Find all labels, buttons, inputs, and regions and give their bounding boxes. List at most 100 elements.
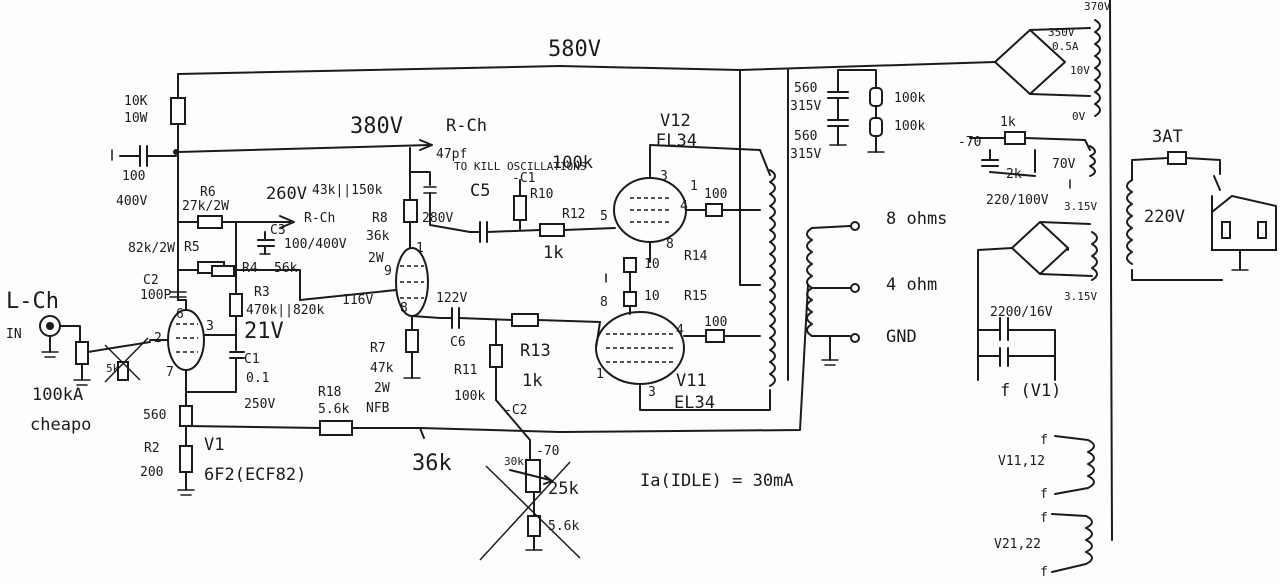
label-c6: C6	[450, 335, 466, 350]
label-3at: 3AT	[1152, 127, 1183, 147]
label-580v: 580V	[548, 37, 601, 62]
label-r4-val: 56k	[274, 261, 298, 276]
label-pin8c: 8	[600, 295, 608, 310]
label-pin5: 5	[600, 209, 608, 224]
label-r7-w: 2W	[374, 381, 390, 396]
label-36k-b: 36k	[412, 451, 452, 476]
label-r8: R8	[372, 211, 388, 226]
resistor-r18	[319, 420, 353, 436]
label-220v-mains: 220V	[1144, 207, 1185, 227]
rail-580v	[177, 61, 996, 286]
output-transformer-primary	[769, 169, 776, 387]
label-r12: R12	[562, 207, 585, 222]
mains-primary	[1126, 151, 1223, 281]
label-f-v1: f (V1)	[1000, 381, 1061, 401]
label-21v: 21V	[244, 319, 284, 344]
rail-380v	[173, 139, 433, 155]
label-47pf: 47pf	[436, 147, 467, 162]
label-f1: f	[1040, 433, 1048, 448]
label-315a: 315V	[790, 99, 821, 114]
label-c1-val: 0.1	[246, 371, 269, 386]
label-tube1: 6F2(ECF82)	[204, 465, 306, 485]
label-v11-12: V11,12	[998, 454, 1045, 469]
resistor-r2	[179, 445, 193, 473]
label-1k-bias: 1k	[1000, 115, 1016, 130]
label-560: 560	[143, 408, 166, 423]
label-350v: 350V	[1048, 26, 1075, 39]
label-r11-val: 100k	[454, 389, 485, 404]
label-380v: 380V	[350, 114, 403, 139]
label-r13-val: 1k	[522, 371, 542, 391]
label-lch: L-Ch	[6, 289, 59, 314]
label-c3-val: 100/400V	[284, 237, 347, 252]
tube-v11-el34	[595, 311, 771, 411]
capacitor-100u	[111, 145, 177, 167]
label-c1-volt: 250V	[244, 397, 275, 412]
label-c2-minus: -C2	[504, 403, 527, 418]
label-el34-a: EL34	[656, 131, 697, 151]
input-jack-lch	[39, 315, 81, 358]
ht-bridge-rectifier	[994, 27, 1091, 97]
label-r11: R11	[454, 363, 477, 378]
capacitor-c5	[469, 221, 541, 243]
label-ia-idle: Ia(IDLE) = 30mA	[640, 471, 794, 491]
psu-filter-caps	[827, 69, 885, 153]
resistor-r13	[511, 313, 539, 327]
label-pin3: 3	[206, 319, 214, 334]
capacitor-c6	[439, 307, 513, 329]
label-r18-val: 5.6k	[318, 402, 349, 417]
label-c100: 100	[122, 169, 145, 184]
label-v12: V12	[660, 111, 691, 131]
label-pin6: 6	[176, 307, 184, 322]
label-el34-b: EL34	[674, 393, 715, 413]
label-pin1: 1	[416, 241, 424, 256]
label-10b: 10	[644, 257, 660, 272]
label-cheapo: cheapo	[30, 415, 91, 435]
resistor-10k	[170, 97, 186, 125]
label-c2-val: 100P	[140, 288, 171, 303]
label-pin8a: 8	[400, 301, 408, 316]
label-10w: 10W	[124, 111, 148, 126]
heater-winding-v11-12	[1054, 435, 1095, 495]
label-100k-a: 100k	[552, 153, 593, 173]
resistor-r15	[623, 291, 637, 307]
label-2200-16v: 2200/16V	[990, 305, 1053, 320]
label-pot: 100kA	[32, 385, 83, 405]
resistor-r3	[229, 293, 243, 317]
resistor-r11	[489, 344, 503, 368]
label-r7: R7	[370, 341, 386, 356]
label-f2: f	[1040, 487, 1048, 502]
label-rch2: R-Ch	[304, 211, 335, 226]
label-r7-val: 47k	[370, 361, 394, 376]
label-100k-psu-b: 100k	[894, 119, 925, 134]
fuse-3at	[1167, 151, 1187, 165]
label-100k-psu-a: 100k	[894, 91, 925, 106]
label-c3: C3	[270, 223, 286, 238]
label-rch-top: R-Ch	[446, 116, 487, 136]
label-pin4b: 4	[676, 323, 684, 338]
label-pin4a: 4	[680, 199, 688, 214]
label-5-6k: 5.6k	[548, 519, 579, 534]
label-2w: 2W	[368, 251, 384, 266]
label-nfb: NFB	[366, 401, 390, 416]
label-10k: 10K	[124, 94, 148, 109]
label-2k: 2k	[1006, 167, 1022, 182]
resistor-r6	[197, 215, 223, 229]
label-pin8b: 8	[666, 237, 674, 252]
label-5k: 5k	[106, 362, 120, 375]
label-gnd: GND	[886, 327, 917, 347]
label-c400v: 400V	[116, 194, 147, 209]
bias-supply	[969, 131, 1091, 189]
label-pin2: 2	[154, 331, 162, 346]
label-r2: R2	[144, 441, 160, 456]
label-8-ohms: 8 ohms	[886, 209, 947, 229]
label-pin3a: 3	[660, 169, 668, 184]
label-f3: f	[1040, 511, 1048, 526]
resistor-r7	[405, 329, 419, 353]
label-100b: 100	[704, 315, 727, 330]
label-minus70-psu: -70	[958, 135, 981, 150]
label-pin1a: 1	[690, 179, 698, 194]
heater-winding-v21-22	[1051, 513, 1093, 573]
